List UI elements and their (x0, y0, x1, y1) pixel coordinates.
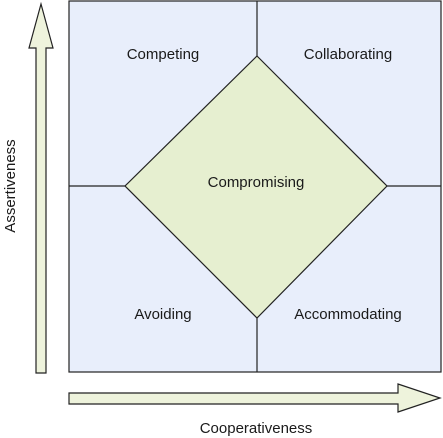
quadrant-label-top-right: Collaborating (304, 46, 392, 63)
horizontal-axis-label: Cooperativeness (200, 420, 313, 437)
quadrant-label-bottom-left: Avoiding (134, 306, 191, 323)
vertical-arrow (28, 1, 54, 374)
compromising-diamond (124, 55, 388, 319)
vertical-axis-label: Assertiveness (2, 139, 19, 232)
horizontal-arrow (68, 383, 442, 413)
quadrant-label-top-left: Competing (127, 46, 200, 63)
center-label: Compromising (208, 174, 305, 191)
quadrant-label-bottom-right: Accommodating (294, 306, 402, 323)
